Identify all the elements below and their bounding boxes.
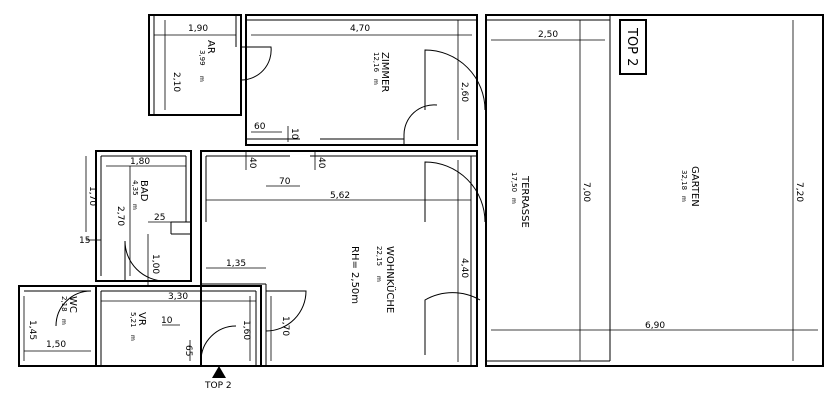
room-area-wc: 2,18: [60, 296, 68, 312]
svg-text:m: m: [510, 198, 517, 204]
dim-zimmer-height: 2,60: [459, 82, 469, 102]
room-area-wohnkueche: 22,15: [375, 246, 383, 266]
dim-vr-width: 3,30: [168, 292, 188, 302]
dim-bad-width: 1,80: [130, 157, 150, 167]
wohnkueche-room-walls: [200, 150, 478, 367]
svg-text:m: m: [375, 276, 382, 282]
room-area-ar: 3,99: [198, 50, 206, 66]
door-swings: [55, 46, 486, 362]
entrance-arrow-icon: [212, 366, 226, 378]
room-area-vr: 5,21: [129, 312, 137, 328]
room-name-garten: GARTEN: [689, 166, 700, 207]
dim-wc-145: 1,45: [27, 320, 37, 340]
room-name-wc: WC: [67, 296, 78, 313]
dim-kitchen-height: 4,40: [459, 258, 469, 278]
dim-vr-160: 1,60: [241, 320, 251, 340]
dim-door-170: 1,70: [280, 316, 290, 336]
area-units: m m m m m m m m: [60, 76, 687, 341]
bad-room-walls: [95, 150, 192, 282]
dim-garten-width: 6,90: [645, 321, 665, 331]
room-area-garten: 32,18: [680, 170, 688, 190]
dim-kitchen-width: 5,62: [330, 191, 350, 201]
dim-vr-10: 10: [161, 316, 173, 326]
room-name-vr: VR: [136, 312, 147, 326]
room-area-terrasse: 17,50: [510, 172, 518, 192]
dim-zimmer-width: 4,70: [350, 24, 370, 34]
svg-text:m: m: [372, 79, 379, 85]
svg-text:m: m: [198, 76, 205, 82]
dim-bad-270: 2,70: [115, 206, 125, 226]
entrance-label: TOP 2: [204, 381, 232, 391]
dim-wall-10: 10: [289, 128, 299, 140]
room-name-terrasse: TERRASSE: [519, 175, 530, 228]
dim-wall-70: 70: [279, 177, 291, 187]
unit-tag-box: [619, 19, 647, 75]
dim-kitchen-135: 1,35: [226, 259, 246, 269]
dim-bad-15: 15: [79, 236, 90, 246]
dim-bad-170: 1,70: [87, 186, 97, 206]
svg-text:m: m: [129, 335, 136, 341]
svg-text:m: m: [60, 319, 67, 325]
room-rh-wohnkueche: RH= 2,50m: [349, 246, 360, 304]
dim-bad-25: 25: [154, 213, 165, 223]
dim-wall-60: 60: [254, 122, 266, 132]
dim-terrasse-width: 2,50: [538, 30, 558, 40]
room-name-ar: AR: [205, 40, 216, 54]
unit-tag: TOP 2: [624, 27, 639, 66]
dim-ar-width: 1,90: [188, 24, 208, 34]
svg-text:m: m: [680, 196, 687, 202]
dim-wall-40b: 40: [316, 157, 326, 169]
zimmer-room-walls: [245, 14, 478, 146]
room-name-wohnkueche: WOHNKÜCHE: [384, 246, 397, 313]
svg-text:m: m: [131, 204, 138, 210]
room-area-zimmer: 12,16: [372, 52, 380, 73]
dim-garten-height: 7,20: [794, 182, 804, 202]
dim-vr-65: 65: [183, 345, 193, 356]
dim-ar-height: 2,10: [171, 72, 181, 92]
dim-terrasse-height: 7,00: [581, 182, 591, 202]
dim-wall-40a: 40: [247, 157, 257, 169]
room-area-bad: 4,35: [131, 180, 139, 196]
room-name-zimmer: ZIMMER: [379, 52, 390, 92]
ar-room-walls: [148, 14, 242, 116]
room-name-bad: BAD: [138, 180, 149, 202]
terrasse-garten-outline: [485, 14, 824, 367]
dim-bad-100: 1,00: [150, 254, 160, 274]
dimension-lines: [23, 20, 818, 362]
dim-wc-150: 1,50: [46, 340, 66, 350]
